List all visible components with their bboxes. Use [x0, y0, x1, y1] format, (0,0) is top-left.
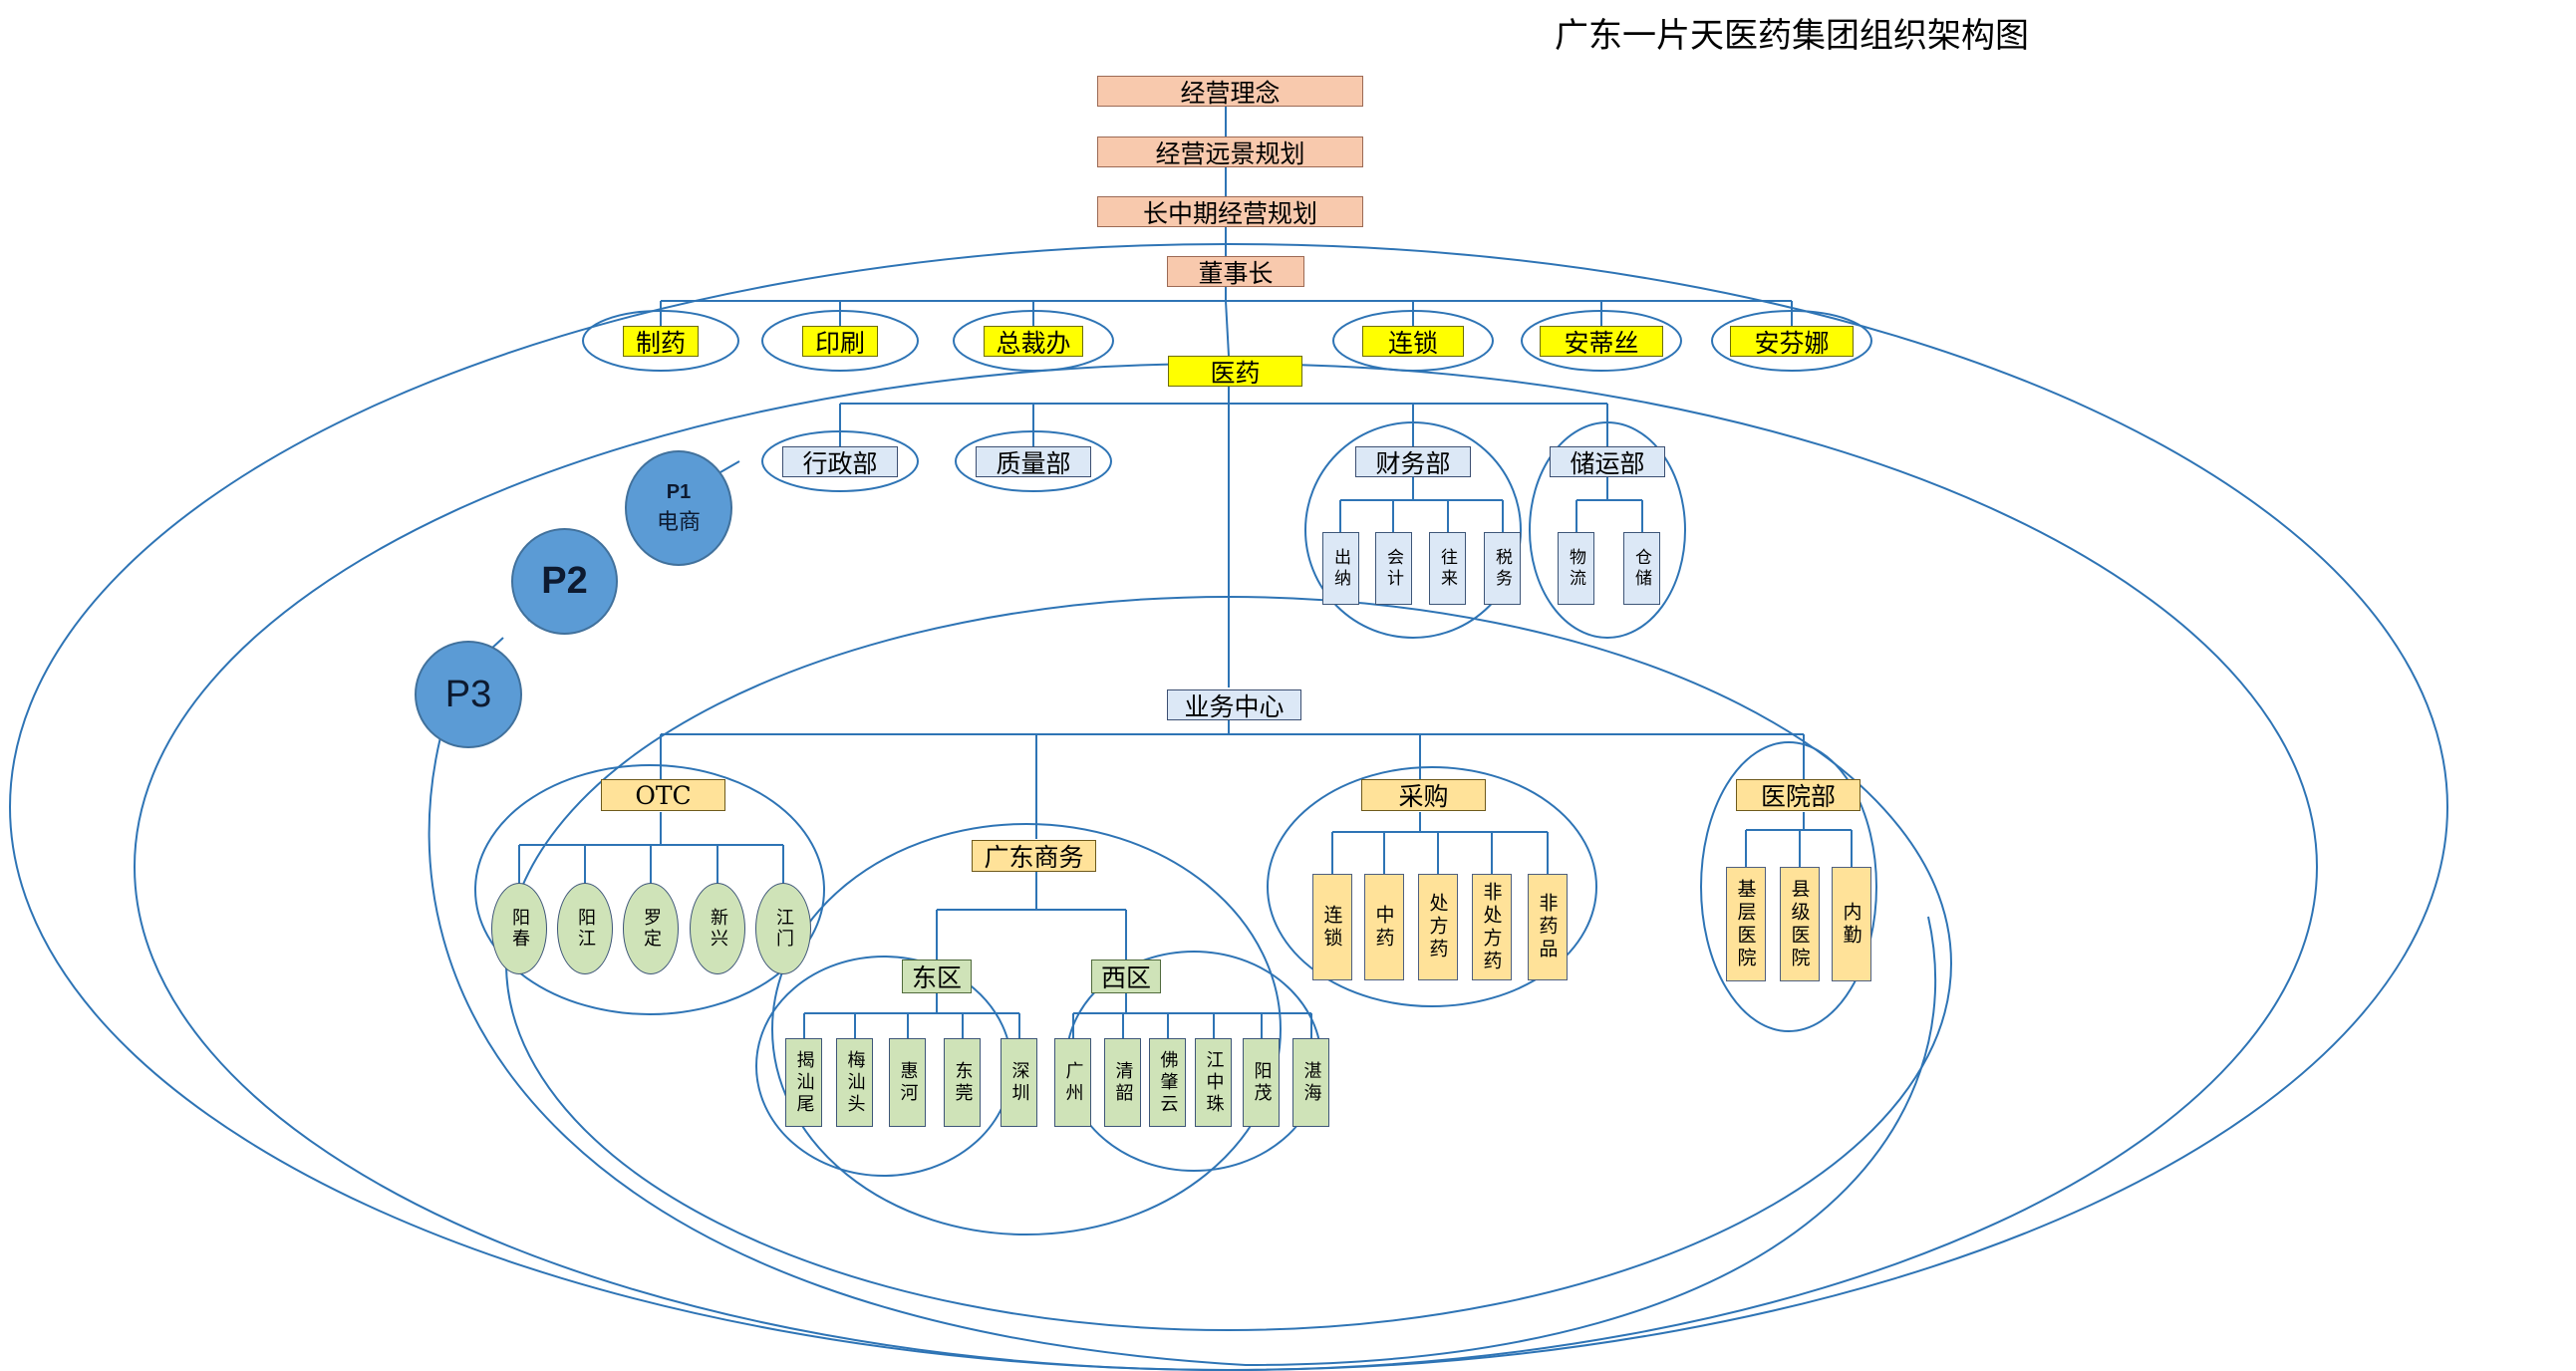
east-unit-shenzhen: 深圳: [1001, 1038, 1037, 1127]
division-anfenna: 安芬娜: [1730, 326, 1854, 358]
division-president-office: 总裁办: [984, 326, 1083, 358]
east-unit-meishantou: 梅汕头: [836, 1038, 873, 1127]
otc-unit-yangjiang: 阳江: [557, 883, 613, 974]
west-unit-fozhaoyun: 佛肇云: [1149, 1038, 1186, 1127]
west-unit-yangmao: 阳茂: [1243, 1038, 1280, 1127]
branch-otc: OTC: [601, 779, 725, 811]
east-unit-jieshanwei: 揭汕尾: [785, 1038, 822, 1127]
otc-unit-luoding: 罗定: [623, 883, 679, 974]
division-chain: 连锁: [1362, 326, 1464, 358]
finance-unit-tax: 税务: [1484, 532, 1521, 605]
otc-unit-yangchun: 阳春: [491, 883, 547, 974]
west-unit-zhanhai: 湛海: [1292, 1038, 1329, 1127]
box-vision-plan: 经营远景规划: [1097, 137, 1363, 168]
chart-title: 广东一片天医药集团组织架构图: [1555, 16, 2029, 56]
dept-logistics: 储运部: [1550, 446, 1665, 478]
hospital-unit-county: 县级医院: [1780, 867, 1820, 981]
finance-unit-ar-ap: 往来: [1429, 532, 1466, 605]
box-chairman: 董事长: [1167, 256, 1304, 288]
hospital-unit-primary: 基层医院: [1726, 867, 1766, 981]
phase-p2-code: P2: [541, 560, 588, 602]
pharma-scope-ellipse: [134, 363, 2318, 1371]
otc-unit-xinxing: 新兴: [690, 883, 745, 974]
box-long-mid-plan: 长中期经营规划: [1097, 196, 1363, 228]
division-pharma-mfg: 制药: [623, 326, 699, 358]
business-center: 业务中心: [1167, 689, 1301, 721]
division-medicine: 医药: [1168, 356, 1302, 388]
hospital-unit-back-office: 内勤: [1832, 867, 1871, 981]
dept-finance: 财务部: [1355, 446, 1471, 478]
east-unit-huihe: 惠河: [889, 1038, 926, 1127]
phase-p1-label: 电商: [656, 509, 701, 535]
phase-p3-code: P3: [444, 673, 492, 715]
logistics-unit-warehouse: 仓储: [1623, 532, 1660, 605]
region-west: 西区: [1091, 960, 1161, 993]
west-unit-jiangzhongzhu: 江中珠: [1195, 1038, 1232, 1127]
east-unit-dongguan: 东莞: [944, 1038, 981, 1127]
branch-guangdong-commerce: 广东商务: [972, 840, 1096, 872]
procurement-unit-non-drug: 非药品: [1528, 874, 1568, 980]
phase-p1-circle: P1 电商: [625, 450, 732, 566]
procurement-unit-tcm: 中药: [1364, 874, 1404, 980]
phase-p1-code: P1: [666, 480, 692, 503]
division-printing: 印刷: [802, 326, 878, 358]
procurement-unit-rx: 处方药: [1418, 874, 1458, 980]
dept-admin: 行政部: [782, 446, 898, 478]
west-unit-qingshao: 清韶: [1104, 1038, 1141, 1127]
region-east: 东区: [902, 960, 972, 993]
finance-unit-cashier: 出纳: [1322, 532, 1359, 605]
dept-quality: 质量部: [976, 446, 1091, 478]
phase-p3-circle: P3: [415, 641, 522, 748]
p3-scope-arc: [428, 736, 1937, 1367]
procurement-unit-otc: 非处方药: [1472, 874, 1512, 980]
otc-unit-jiangmen: 江门: [755, 883, 811, 974]
procurement-unit-chain: 连锁: [1312, 874, 1352, 980]
west-unit-guangzhou: 广州: [1054, 1038, 1091, 1127]
branch-hospital: 医院部: [1736, 779, 1860, 811]
logistics-unit-transport: 物流: [1558, 532, 1594, 605]
division-andis: 安蒂丝: [1540, 326, 1663, 358]
phase-p2-circle: P2: [511, 528, 618, 635]
finance-unit-accounting: 会计: [1375, 532, 1412, 605]
box-management-philosophy: 经营理念: [1097, 76, 1363, 108]
branch-procurement: 采购: [1361, 779, 1486, 811]
